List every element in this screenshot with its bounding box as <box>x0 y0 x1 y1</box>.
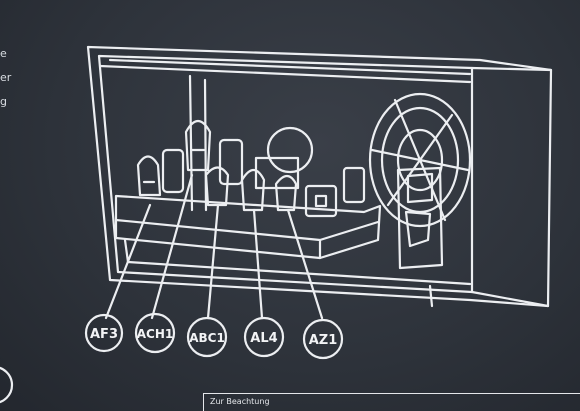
margin-text-line-1: e <box>0 47 7 60</box>
cabinet-inner-frame <box>97 54 474 294</box>
socket <box>304 184 338 218</box>
margin-text-line-2: er <box>0 71 12 84</box>
can-3 <box>342 166 366 204</box>
cabinet-top-rail <box>98 58 472 84</box>
note-text: Zur Beachtung <box>210 397 270 406</box>
transformer-box <box>254 156 300 190</box>
tube-af3 <box>136 155 162 197</box>
tube-label-al4: AL4 <box>250 331 277 346</box>
tube-abc1 <box>204 166 230 207</box>
chassis-base <box>114 194 382 260</box>
speaker-cone <box>368 92 472 228</box>
tube-az1 <box>274 174 298 212</box>
margin-text-line-3: g <box>0 95 7 108</box>
leader-lines <box>104 173 324 320</box>
chassis-right <box>318 220 380 242</box>
note-box: Zur Beachtung <box>203 393 580 411</box>
cabinet-side-edge <box>470 66 553 308</box>
cabinet-divider <box>188 74 208 212</box>
cabinet-floor <box>123 238 472 286</box>
cabinet-foot <box>428 284 434 308</box>
transformer <box>396 166 444 270</box>
cabinet-outline <box>86 45 553 308</box>
tube-label-ach1: ACH1 <box>137 327 174 341</box>
tube-label-af3: AF3 <box>90 327 118 342</box>
tube-ach1 <box>184 119 212 172</box>
can-2 <box>218 138 244 186</box>
chassis-front <box>114 218 322 260</box>
tube-al4 <box>240 168 266 212</box>
tube-label-az1: AZ1 <box>309 333 338 348</box>
can-1 <box>161 148 185 194</box>
tube-label-abc1: ABC1 <box>189 331 225 345</box>
lamp-globe <box>266 126 314 174</box>
